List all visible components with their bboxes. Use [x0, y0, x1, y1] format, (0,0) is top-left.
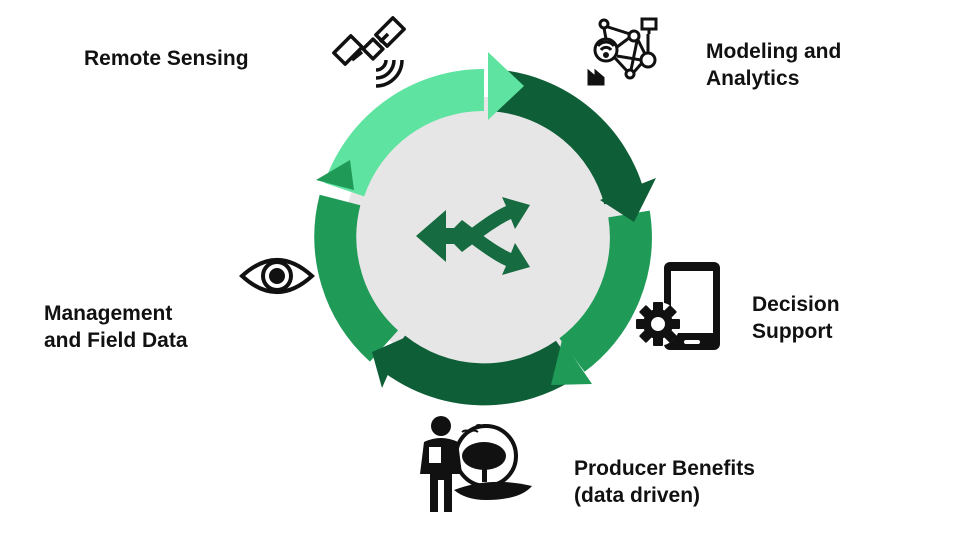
- ring-segment-modeling: [492, 69, 645, 205]
- producer-line-1: Producer Benefits: [574, 457, 755, 480]
- producer-line-2: (data driven): [574, 484, 701, 507]
- modeling-line-1: Modeling and: [706, 40, 842, 63]
- producer-benefits-label: Producer Benefits (data driven): [574, 455, 755, 509]
- farmer-landscape-icon: [420, 416, 532, 512]
- decision-line-2: Support: [752, 320, 833, 343]
- ring-segment-management: [314, 194, 399, 362]
- management-line-2: and Field Data: [44, 329, 188, 352]
- management-line-1: Management: [44, 302, 173, 325]
- arrowhead-bottom-right: [551, 340, 592, 385]
- modeling-line-2: Analytics: [706, 67, 800, 90]
- cycle-ring: [314, 68, 652, 406]
- network-analytics-icon: [587, 17, 658, 86]
- decision-support-label: Decision Support: [752, 291, 840, 345]
- ring-segment-decision: [558, 210, 652, 372]
- phone-gear-icon: [636, 262, 720, 350]
- arrowhead-bottom-left: [372, 338, 404, 388]
- split-arrows-icon: [416, 197, 530, 275]
- decision-line-1: Decision: [752, 293, 840, 316]
- ring-segment-producer: [378, 335, 580, 406]
- ring-segment-remote: [324, 68, 485, 197]
- remote-sensing-line-1: Remote Sensing: [84, 47, 249, 70]
- management-field-data-label: Management and Field Data: [44, 300, 188, 354]
- arrowhead-left: [316, 160, 354, 190]
- arrowhead-right: [600, 178, 656, 222]
- satellite-icon: [332, 16, 406, 88]
- modeling-analytics-label: Modeling and Analytics: [706, 38, 841, 92]
- eye-icon: [239, 258, 315, 294]
- arrowhead-top: [488, 52, 524, 120]
- remote-sensing-label: Remote Sensing: [84, 45, 249, 72]
